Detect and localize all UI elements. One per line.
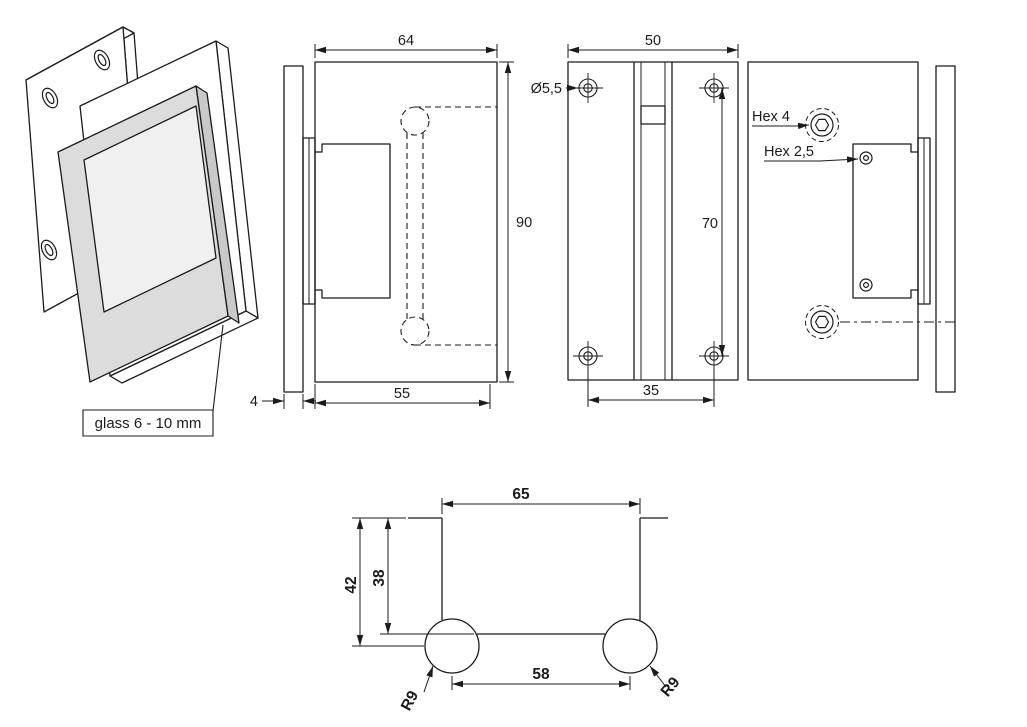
callout-hex-small: Hex 2,5 — [764, 144, 859, 163]
dim-hole-spacing-vertical-value: 70 — [702, 216, 718, 232]
dim-bottom-width: 55 — [314, 384, 491, 409]
dim-height-value: 90 — [516, 215, 532, 231]
dim-cutout-width: 65 — [441, 486, 641, 514]
dim-bottom-width-value: 55 — [394, 386, 410, 402]
dim-top-width-value: 64 — [398, 33, 414, 49]
radius-right-label: R9 — [658, 674, 684, 700]
center-channel — [633, 62, 673, 380]
mount-plate-view: 50 Ø5,5 70 35 — [531, 33, 739, 407]
dim-cutout-depth-outer-value: 42 — [343, 576, 360, 593]
cutout-outline — [408, 517, 668, 674]
glass-callout-leader — [212, 324, 224, 412]
dim-cutout-depth-outer: 42 — [343, 517, 424, 647]
dim-hole-spacing-horizontal: 35 — [587, 367, 715, 407]
screw-hole — [572, 340, 604, 372]
screw-hole — [698, 72, 730, 104]
callout-hole-diameter: Ø5,5 — [531, 81, 578, 97]
dim-plate-width-value: 50 — [645, 33, 661, 49]
wall-flange-edge — [283, 65, 304, 393]
glass-cutout-template: 65 42 38 58 R9 — [343, 486, 684, 714]
screw-hole — [698, 340, 730, 372]
dim-hole-spacing-vertical: 70 — [702, 88, 726, 356]
isometric-view: glass 6 - 10 mm — [25, 26, 259, 437]
dim-flange-thickness: 4 — [250, 394, 316, 410]
callout-radius-left: R9 — [398, 665, 434, 714]
hinge-knuckle — [302, 137, 316, 305]
glass-edge-strip — [935, 65, 956, 393]
set-screw — [859, 151, 873, 165]
clamp-plate-outline — [315, 143, 391, 299]
hex-socket-screw — [804, 304, 840, 340]
dim-top-width: 64 — [314, 33, 498, 58]
dim-cutout-depth-inner-value: 38 — [371, 569, 388, 587]
callout-hex-large: Hex 4 — [752, 109, 810, 130]
hex-small-label: Hex 2,5 — [764, 144, 814, 160]
hinge-knuckle-right — [917, 137, 931, 305]
hex-socket-screw — [804, 107, 840, 143]
hex-large-label: Hex 4 — [752, 109, 790, 125]
dim-flange-thickness-value: 4 — [250, 394, 258, 410]
callout-radius-right: R9 — [649, 665, 684, 700]
dim-height: 90 — [499, 61, 532, 383]
dim-cutout-depth-inner: 38 — [371, 518, 474, 635]
dim-hole-center-distance-value: 58 — [532, 666, 550, 683]
dim-plate-width: 50 — [567, 33, 739, 58]
front-view: 64 90 55 4 — [250, 33, 532, 410]
channel-recess — [640, 105, 666, 125]
hole-diameter-label: Ø5,5 — [531, 81, 562, 97]
clamp-plate-outline-right — [852, 143, 918, 299]
set-screw — [859, 278, 873, 292]
mount-plate-outline — [567, 61, 739, 381]
dim-hole-spacing-horizontal-value: 35 — [643, 383, 659, 399]
clamp-plate-iso — [83, 105, 217, 313]
glass-size-callout: glass 6 - 10 mm — [82, 324, 224, 437]
dim-cutout-width-value: 65 — [512, 486, 530, 503]
relief-hole-left — [424, 618, 480, 674]
glass-range-label: glass 6 - 10 mm — [95, 415, 202, 432]
glass-callout-box — [82, 409, 214, 437]
glass-cutout-hidden-lines — [400, 106, 497, 346]
radius-left-label: R9 — [398, 688, 422, 714]
dim-hole-center-distance: 58 — [451, 666, 631, 690]
back-view: Hex 4 Hex 2,5 — [747, 61, 956, 393]
relief-hole-right — [602, 618, 658, 674]
